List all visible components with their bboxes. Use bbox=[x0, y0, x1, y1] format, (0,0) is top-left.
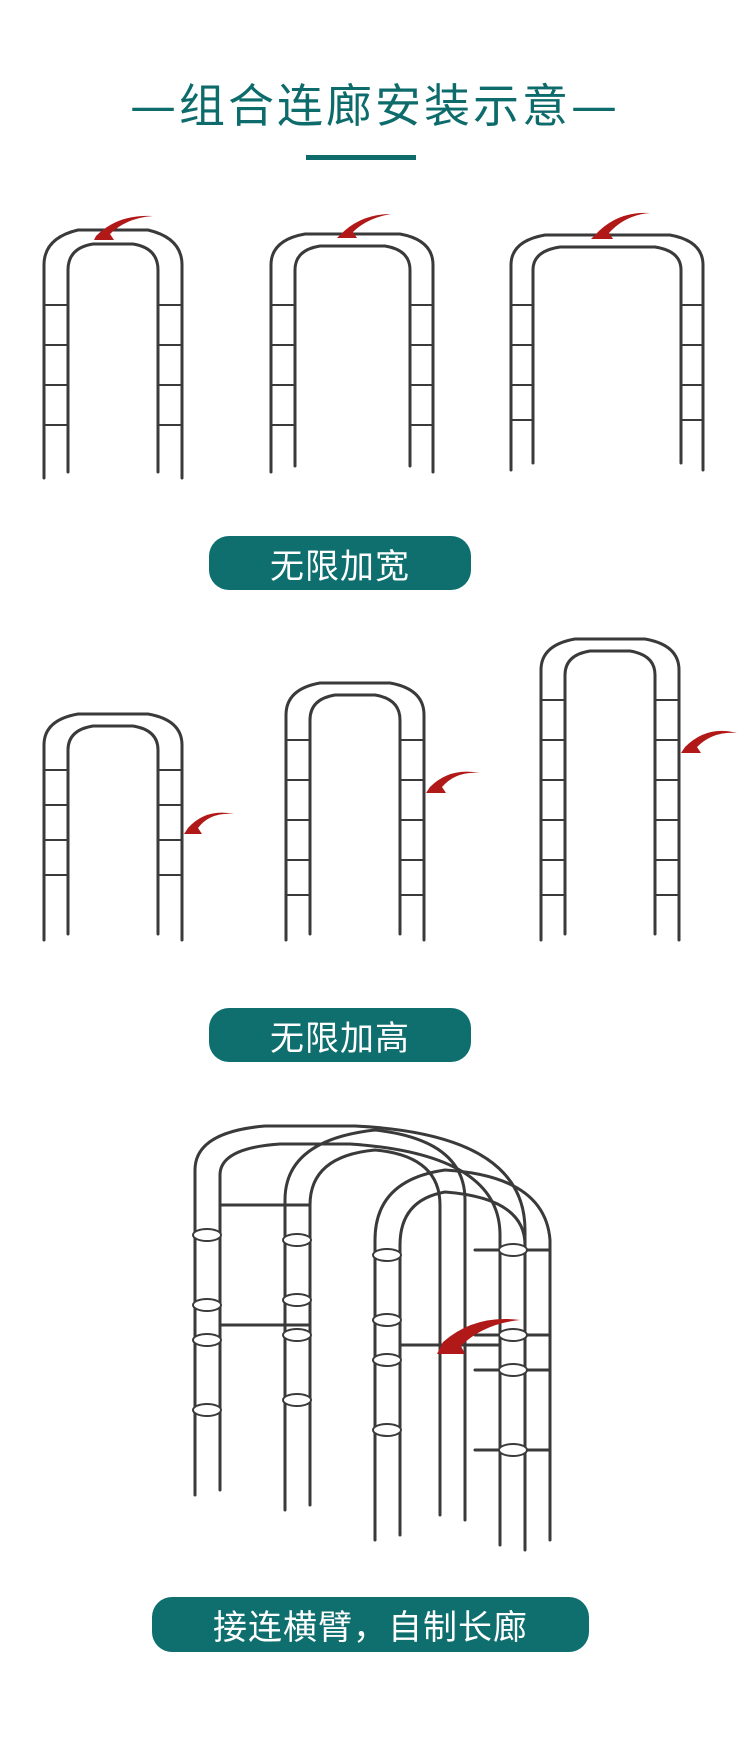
red-curved-arrow-icon bbox=[426, 771, 480, 793]
page-title-wrap: —组合连廊安装示意— bbox=[0, 70, 750, 136]
red-curved-arrow-icon bbox=[681, 730, 737, 753]
arch-diagram-medium-height bbox=[284, 681, 480, 942]
red-curved-arrow-icon bbox=[94, 215, 153, 240]
page-title: —组合连廊安装示意— bbox=[130, 79, 620, 133]
red-curved-arrow-icon bbox=[184, 812, 234, 834]
arch-diagram-tall bbox=[539, 637, 737, 942]
corridor-label-pill: 接连横臂，自制长廊 bbox=[152, 1597, 589, 1652]
red-curved-arrow-icon bbox=[337, 214, 391, 238]
widen-label-pill: 无限加宽 bbox=[209, 536, 471, 590]
red-curved-arrow-icon bbox=[591, 212, 650, 239]
arch-diagram-narrow bbox=[42, 215, 184, 480]
red-curved-arrow-icon bbox=[437, 1318, 520, 1354]
arch-diagram-corridor bbox=[192, 1124, 552, 1552]
arch-diagram-medium bbox=[269, 214, 435, 474]
arch-diagram-wide bbox=[509, 212, 705, 472]
heighten-label-pill: 无限加高 bbox=[209, 1008, 471, 1062]
arch-diagram-short bbox=[42, 712, 234, 942]
title-underline bbox=[306, 155, 416, 160]
